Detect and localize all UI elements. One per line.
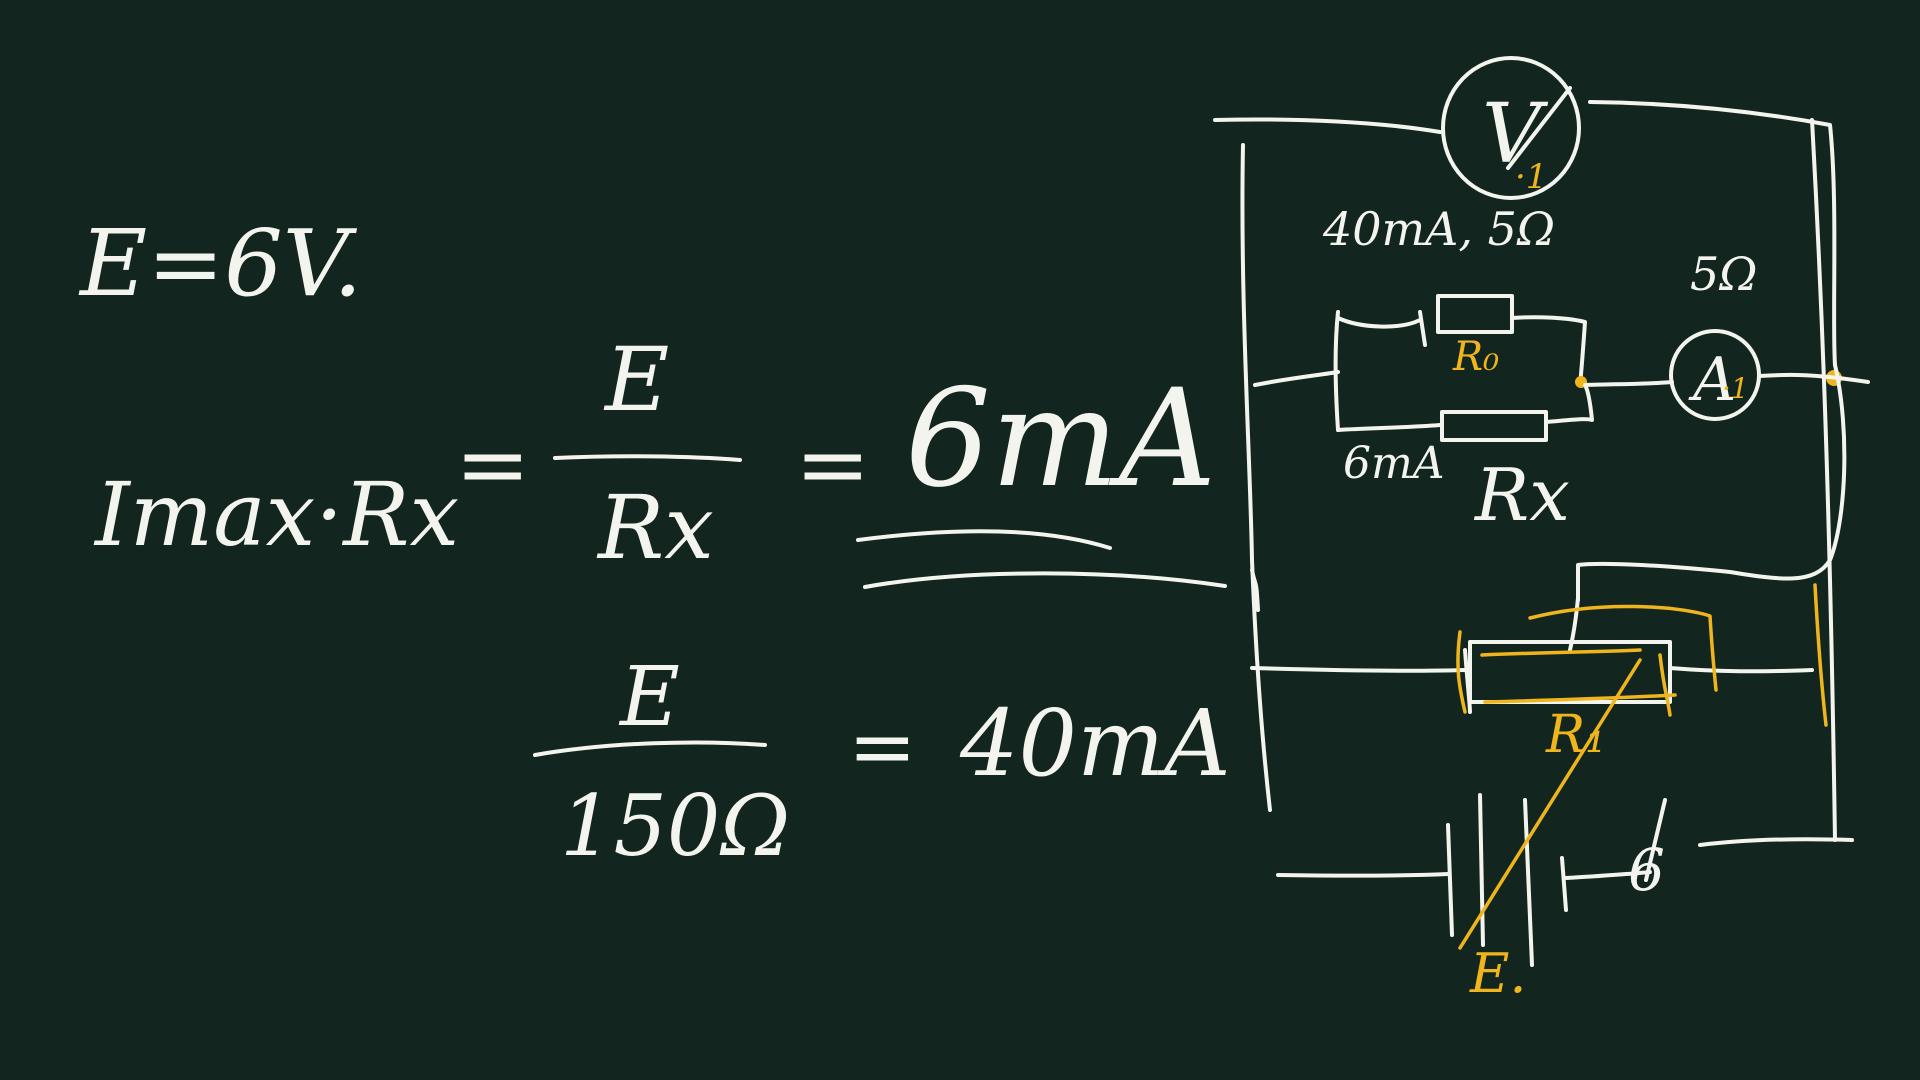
left-wire-arrow — [1250, 568, 1260, 612]
branch-left-connector — [1253, 370, 1340, 387]
rx-left-wire — [1336, 423, 1442, 432]
switch-right-wire — [1698, 837, 1854, 847]
battery-plate-3 — [1523, 798, 1534, 967]
equals-sign-3: = — [848, 700, 917, 795]
fraction-2-denominator: 150Ω — [560, 777, 790, 875]
right-wire-highlight — [1813, 583, 1828, 727]
r0-resistor — [1436, 294, 1514, 334]
equation-imax: Imax·Rx = E Rx = 6mA — [93, 328, 1227, 589]
rx-right-wire — [1544, 383, 1594, 424]
result-underline-2 — [863, 571, 1227, 589]
branch-left-vertical — [1333, 310, 1340, 432]
r0-right-wire — [1510, 315, 1587, 387]
equation-max-current: E 150Ω = 40mA — [533, 650, 1231, 875]
ammeter-right-wire — [1757, 372, 1870, 384]
equation-emf: E=6V. — [78, 210, 362, 317]
result-underline-1 — [856, 529, 1112, 550]
voltmeter-mark: ·1 — [1515, 157, 1547, 197]
right-return-wire — [1576, 363, 1847, 602]
switch-left-wire — [1564, 870, 1652, 880]
ammeter-left-wire — [1583, 380, 1674, 387]
battery-highlight-diagonal — [1458, 658, 1642, 950]
slider-contact — [1568, 596, 1580, 652]
right-outer-wire — [1810, 118, 1837, 842]
circuit-diagram: V ·1 40mA, 5Ω 5Ω R₀ 6mA Rx A ·1 — [1213, 56, 1870, 1005]
voltmeter-circle — [1441, 56, 1581, 200]
top-left-wire — [1213, 117, 1442, 134]
rx-resistor — [1440, 410, 1548, 442]
switch-blade — [1644, 798, 1667, 882]
equals-sign-2: = — [795, 412, 870, 517]
left-main-wire — [1240, 143, 1272, 812]
ammeter-symbol: A — [1688, 345, 1736, 415]
battery-left-wire — [1276, 872, 1450, 878]
rheostat-right-wire — [1668, 666, 1814, 674]
ammeter-spec-label: 5Ω — [1690, 247, 1757, 301]
fraction-1-numerator: E — [603, 328, 669, 431]
rheostat-highlight-bar — [1480, 648, 1642, 657]
rx-label: Rx — [1473, 453, 1570, 537]
rheostat-highlight-right — [1658, 653, 1672, 717]
top-right-wire — [1588, 100, 1837, 367]
fraction-1-bar — [553, 454, 742, 462]
rheostat-highlight-top — [1528, 604, 1718, 692]
fraction-2-bar — [533, 740, 767, 757]
equals-sign-1: = — [455, 412, 530, 517]
rx-current-label: 6mA — [1343, 438, 1445, 489]
battery-plate-2 — [1478, 793, 1485, 947]
fraction-1-denominator: Rx — [596, 476, 714, 579]
r0-left-tick — [1418, 310, 1427, 347]
rheostat-label: R₁ — [1545, 705, 1606, 765]
battery-plate-short — [1560, 856, 1568, 912]
rheostat-highlight-bottom — [1483, 693, 1677, 704]
voltmeter: V ·1 — [1441, 56, 1581, 200]
result-6ma: 6mA — [905, 360, 1216, 517]
fraction-2-numerator: E — [618, 650, 680, 745]
battery-label: E. — [1469, 942, 1527, 1005]
imax-rx-label: Imax·Rx — [93, 463, 459, 566]
voltmeter-slash — [1506, 86, 1572, 170]
battery-plate-long — [1446, 823, 1454, 937]
rheostat-highlight-left — [1456, 630, 1467, 714]
ammeter-mark: ·1 — [1722, 372, 1749, 405]
voltmeter-symbol: V — [1482, 87, 1549, 182]
emf-text: E=6V. — [78, 210, 362, 317]
ammeter: A ·1 — [1669, 329, 1761, 421]
rheostat-left-wire — [1250, 666, 1467, 673]
r0-label: R₀ — [1452, 334, 1499, 380]
result-40ma: 40mA — [959, 690, 1231, 797]
r0-spec-label: 40mA, 5Ω — [1322, 202, 1555, 256]
r0-left-wire — [1336, 316, 1422, 329]
